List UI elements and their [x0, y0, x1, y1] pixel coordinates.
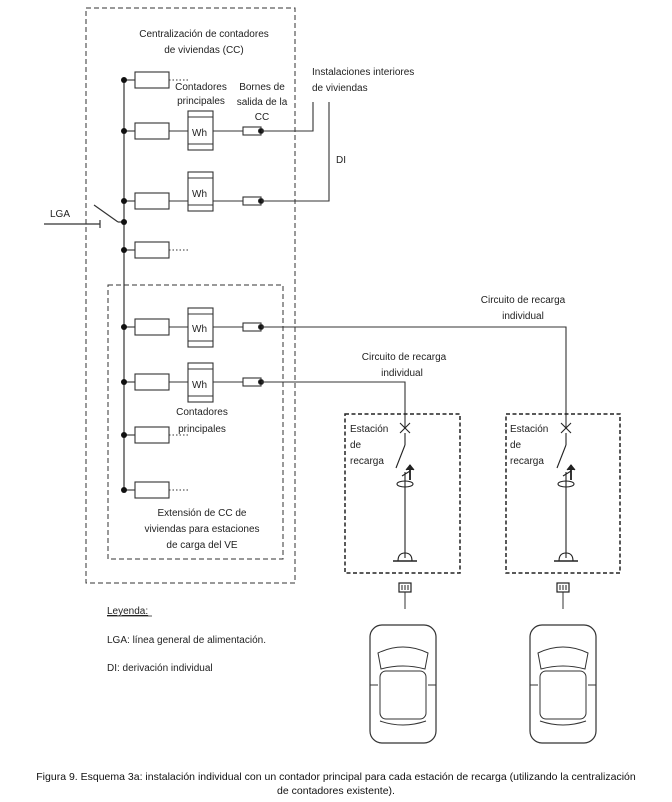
caption-line: de contadores existente).: [277, 785, 395, 797]
contadores-label: principales: [177, 96, 225, 107]
meter-label: Wh: [192, 128, 207, 139]
cc-rows: [124, 71, 188, 499]
circuit-label-2: Circuito de recarga: [481, 295, 566, 306]
station-box-2: [505, 413, 621, 574]
meter-label: Wh: [192, 189, 207, 200]
circuit-label-2: individual: [502, 311, 544, 322]
legend-title: Leyenda:: [107, 606, 148, 617]
di-lines: [261, 102, 330, 202]
legend-di: DI: derivación individual: [107, 663, 213, 674]
cc-title: de viviendas (CC): [164, 45, 243, 56]
car-icon: [369, 624, 437, 744]
station-1-label: recarga: [350, 456, 384, 467]
caption-line: Figura 9. Esquema 3a: instalación indivi…: [36, 771, 636, 783]
meter-label: Wh: [192, 324, 207, 335]
extension-label: de carga del VE: [166, 540, 237, 551]
meter-label: Wh: [192, 380, 207, 391]
meters: [187, 110, 214, 403]
station-2-label: de: [510, 440, 522, 451]
interiores-label: Instalaciones interiores: [312, 67, 414, 78]
station-2-equipment: [554, 422, 578, 562]
legend-lga: LGA: línea general de alimentación.: [107, 635, 266, 646]
connector-plug-1: [398, 582, 412, 610]
lga-label: LGA: [50, 209, 70, 220]
contadores-label-b: principales: [178, 424, 226, 435]
extension-label: viviendas para estaciones: [144, 524, 259, 535]
contadores-label: Contadores: [175, 82, 227, 93]
circuit-label-1: Circuito de recarga: [362, 352, 447, 363]
bornes-label: Bornes de: [239, 82, 285, 93]
contadores-label-b: Contadores: [176, 407, 228, 418]
cc-title: Centralización de contadores: [139, 29, 269, 40]
station-1-label: de: [350, 440, 362, 451]
cc-box: [85, 7, 296, 584]
car-icon: [529, 624, 597, 744]
recharge-circuits: [261, 326, 567, 428]
station-2-label: Estación: [510, 424, 548, 435]
interiores-label: de viviendas: [312, 83, 368, 94]
station-2-label: recarga: [510, 456, 544, 467]
bornes-label: CC: [255, 112, 269, 123]
extension-label: Extensión de CC de: [158, 508, 247, 519]
figure-caption: Figura 9. Esquema 3a: instalación indivi…: [0, 770, 672, 798]
connector-plug-2: [556, 582, 570, 610]
circuit-label-1: individual: [381, 368, 423, 379]
di-label: DI: [336, 155, 346, 166]
extension-box: [107, 284, 284, 560]
station-1-label: Estación: [350, 424, 388, 435]
station-box-1: [344, 413, 461, 574]
bus-nodes: [121, 77, 127, 493]
station-1-equipment: [393, 422, 417, 562]
output-terminals: [213, 126, 265, 387]
bornes-label: salida de la: [237, 97, 288, 108]
